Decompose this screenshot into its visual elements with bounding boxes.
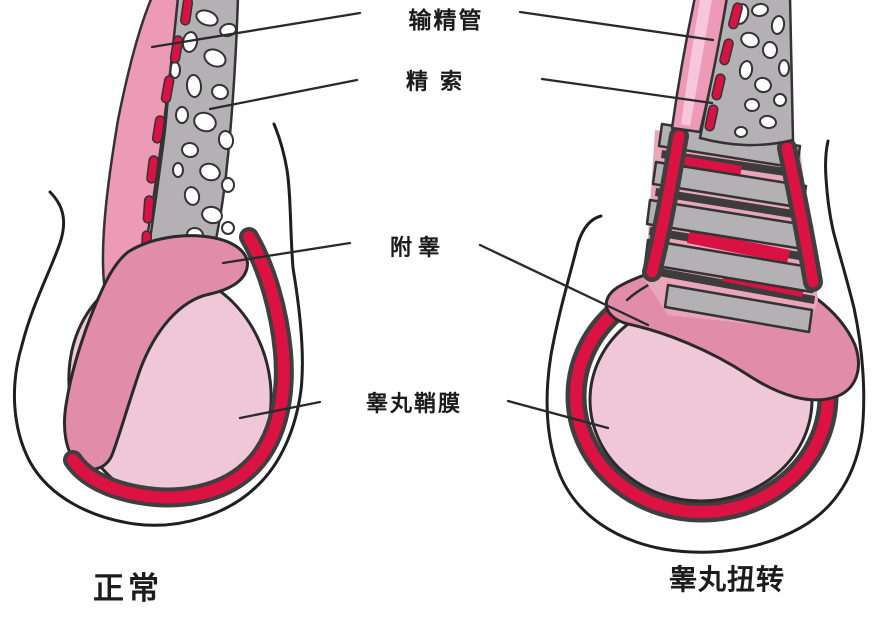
scrotum-outline-left [12,122,304,527]
leader-tunica-right [506,399,610,430]
label-spermatic-cord: 精索 [406,69,474,94]
twisted-cord [643,122,818,334]
tunica-side-left [646,130,685,278]
scrotum-outline-right [545,139,866,554]
leader-epididymis-left [221,241,352,265]
left-figure [12,0,304,527]
leader-lines [150,10,715,430]
tunica-side-right [781,142,819,288]
right-figure [545,0,866,554]
caption-torsion: 睾丸扭转 [669,564,785,595]
label-vas-deferens: 输精管 [409,7,484,33]
leader-epididymis-right [478,243,650,327]
leader-vas-deferens-right [518,10,715,42]
labels: 输精管 精索 附睾 睾丸鞘膜 正常 睾丸扭转 [93,7,785,606]
leader-cord-right [540,77,714,105]
leader-tunica-left [238,400,322,420]
pampiniform-plexus-left [142,0,240,310]
spermatic-cord-right [670,0,795,147]
label-epididymis: 附睾 [390,235,446,260]
leader-cord-left [208,78,359,111]
epididymis-left [62,234,249,471]
testicular-artery-right [704,2,743,132]
label-tunica-vaginalis: 睾丸鞘膜 [366,391,462,416]
tunica-vaginalis-left [67,231,290,504]
caption-normal: 正常 [93,571,163,606]
leader-vas-deferens-left [150,11,362,49]
